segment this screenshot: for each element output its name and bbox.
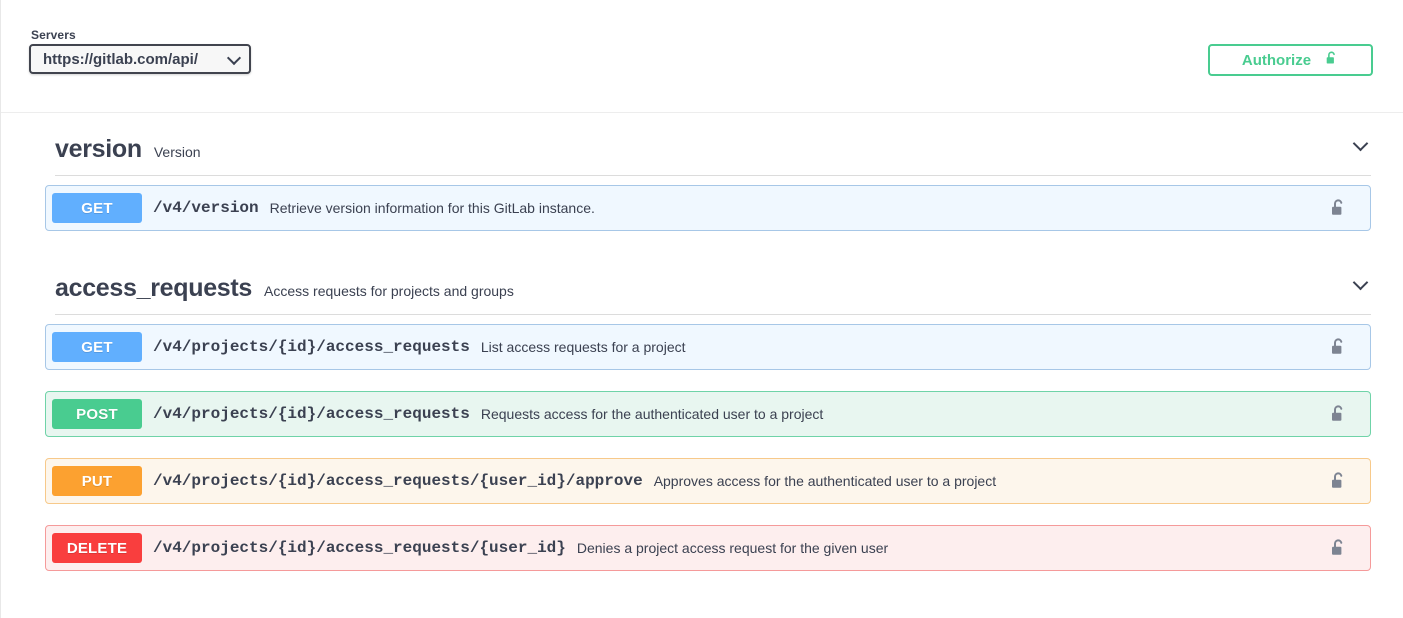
- operation-row[interactable]: POST/v4/projects/{id}/access_requests Req…: [45, 391, 1371, 437]
- server-select-value: https://gitlab.com/api/: [43, 50, 199, 68]
- operation-summary: Retrieve version information for this Gi…: [269, 200, 595, 216]
- servers-block: Servers https://gitlab.com/api/: [29, 28, 251, 74]
- http-method-badge: POST: [52, 399, 142, 429]
- unlock-icon: [1324, 50, 1339, 71]
- servers-label: Servers: [31, 28, 76, 42]
- unlock-icon[interactable]: [1328, 471, 1348, 491]
- operation-path: /v4/projects/{id}/access_requests: [153, 405, 470, 423]
- operation-path: /v4/projects/{id}/access_requests/{user_…: [153, 539, 566, 557]
- section-title: access_requests: [55, 274, 253, 302]
- operation-row[interactable]: GET/v4/projects/{id}/access_requests List…: [45, 324, 1371, 370]
- section-header-access_requests[interactable]: access_requests Access requests for proje…: [55, 252, 1371, 315]
- operation-path: /v4/version: [153, 199, 259, 217]
- operation-summary: Denies a project access request for the …: [576, 540, 889, 556]
- operation-summary: Requests access for the authenticated us…: [480, 406, 824, 422]
- server-select[interactable]: https://gitlab.com/api/: [29, 44, 251, 74]
- chevron-down-icon: [226, 50, 242, 66]
- operation-row[interactable]: DELETE/v4/projects/{id}/access_requests/…: [45, 525, 1371, 571]
- section-description: Access requests for projects and groups: [264, 283, 514, 299]
- http-method-badge: DELETE: [52, 533, 142, 563]
- operation-path: /v4/projects/{id}/access_requests/{user_…: [153, 472, 643, 490]
- section-description: Version: [153, 144, 201, 160]
- servers-bar: Servers https://gitlab.com/api/ Authoriz…: [1, 0, 1403, 113]
- unlock-icon[interactable]: [1328, 538, 1348, 558]
- section-title: version: [55, 135, 142, 163]
- unlock-icon[interactable]: [1328, 404, 1348, 424]
- operations-list: GET/v4/version Retrieve version informati…: [45, 176, 1371, 231]
- http-method-badge: GET: [52, 332, 142, 362]
- chevron-down-icon[interactable]: [1349, 274, 1371, 296]
- authorize-button[interactable]: Authorize: [1208, 44, 1373, 76]
- authorize-button-label: Authorize: [1241, 51, 1312, 69]
- http-method-badge: GET: [52, 193, 142, 223]
- http-method-badge: PUT: [52, 466, 142, 496]
- operation-summary: Approves access for the authenticated us…: [653, 473, 997, 489]
- api-section-access_requests: access_requests Access requests for proje…: [1, 252, 1403, 571]
- operation-path: /v4/projects/{id}/access_requests: [153, 338, 470, 356]
- operation-summary: List access requests for a project: [480, 339, 686, 355]
- section-header-version[interactable]: version Version: [55, 113, 1371, 176]
- operation-row[interactable]: PUT/v4/projects/{id}/access_requests/{us…: [45, 458, 1371, 504]
- unlock-icon[interactable]: [1328, 198, 1348, 218]
- operation-row[interactable]: GET/v4/version Retrieve version informati…: [45, 185, 1371, 231]
- chevron-down-icon[interactable]: [1349, 135, 1371, 157]
- unlock-icon[interactable]: [1328, 337, 1348, 357]
- operations-list: GET/v4/projects/{id}/access_requests List…: [45, 315, 1371, 571]
